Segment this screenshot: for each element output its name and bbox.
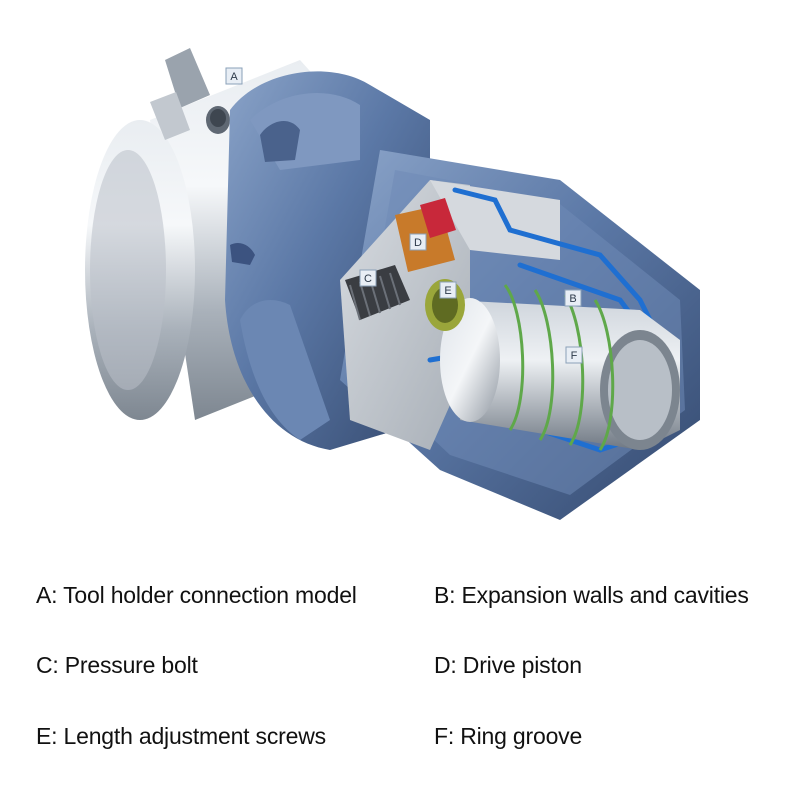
svg-text:A: A <box>230 71 238 83</box>
legend: A: Tool holder connection model B: Expan… <box>0 560 800 800</box>
legend-item-e: E: Length adjustment screws <box>36 723 326 749</box>
callout-d: D <box>409 233 427 251</box>
svg-text:C: C <box>364 273 372 285</box>
svg-text:F: F <box>571 350 578 362</box>
callout-a: A <box>225 67 243 85</box>
callout-f: F <box>565 346 583 364</box>
callout-b: B <box>564 289 582 307</box>
svg-text:E: E <box>444 285 451 297</box>
svg-text:D: D <box>414 237 422 249</box>
ring-grooves <box>503 284 615 451</box>
legend-item-f: F: Ring groove <box>434 723 583 749</box>
clamping-bore <box>440 298 680 450</box>
callout-e: E <box>439 281 457 299</box>
legend-item-d: D: Drive piston <box>434 652 582 678</box>
tool-holder-cutaway-diagram: A B C D E F <box>85 48 700 520</box>
legend-item-a: A: Tool holder connection model <box>36 582 357 608</box>
legend-item-b: B: Expansion walls and cavities <box>434 582 749 608</box>
legend-item-c: C: Pressure bolt <box>36 652 198 678</box>
svg-text:B: B <box>569 293 576 305</box>
callout-c: C <box>359 269 377 287</box>
